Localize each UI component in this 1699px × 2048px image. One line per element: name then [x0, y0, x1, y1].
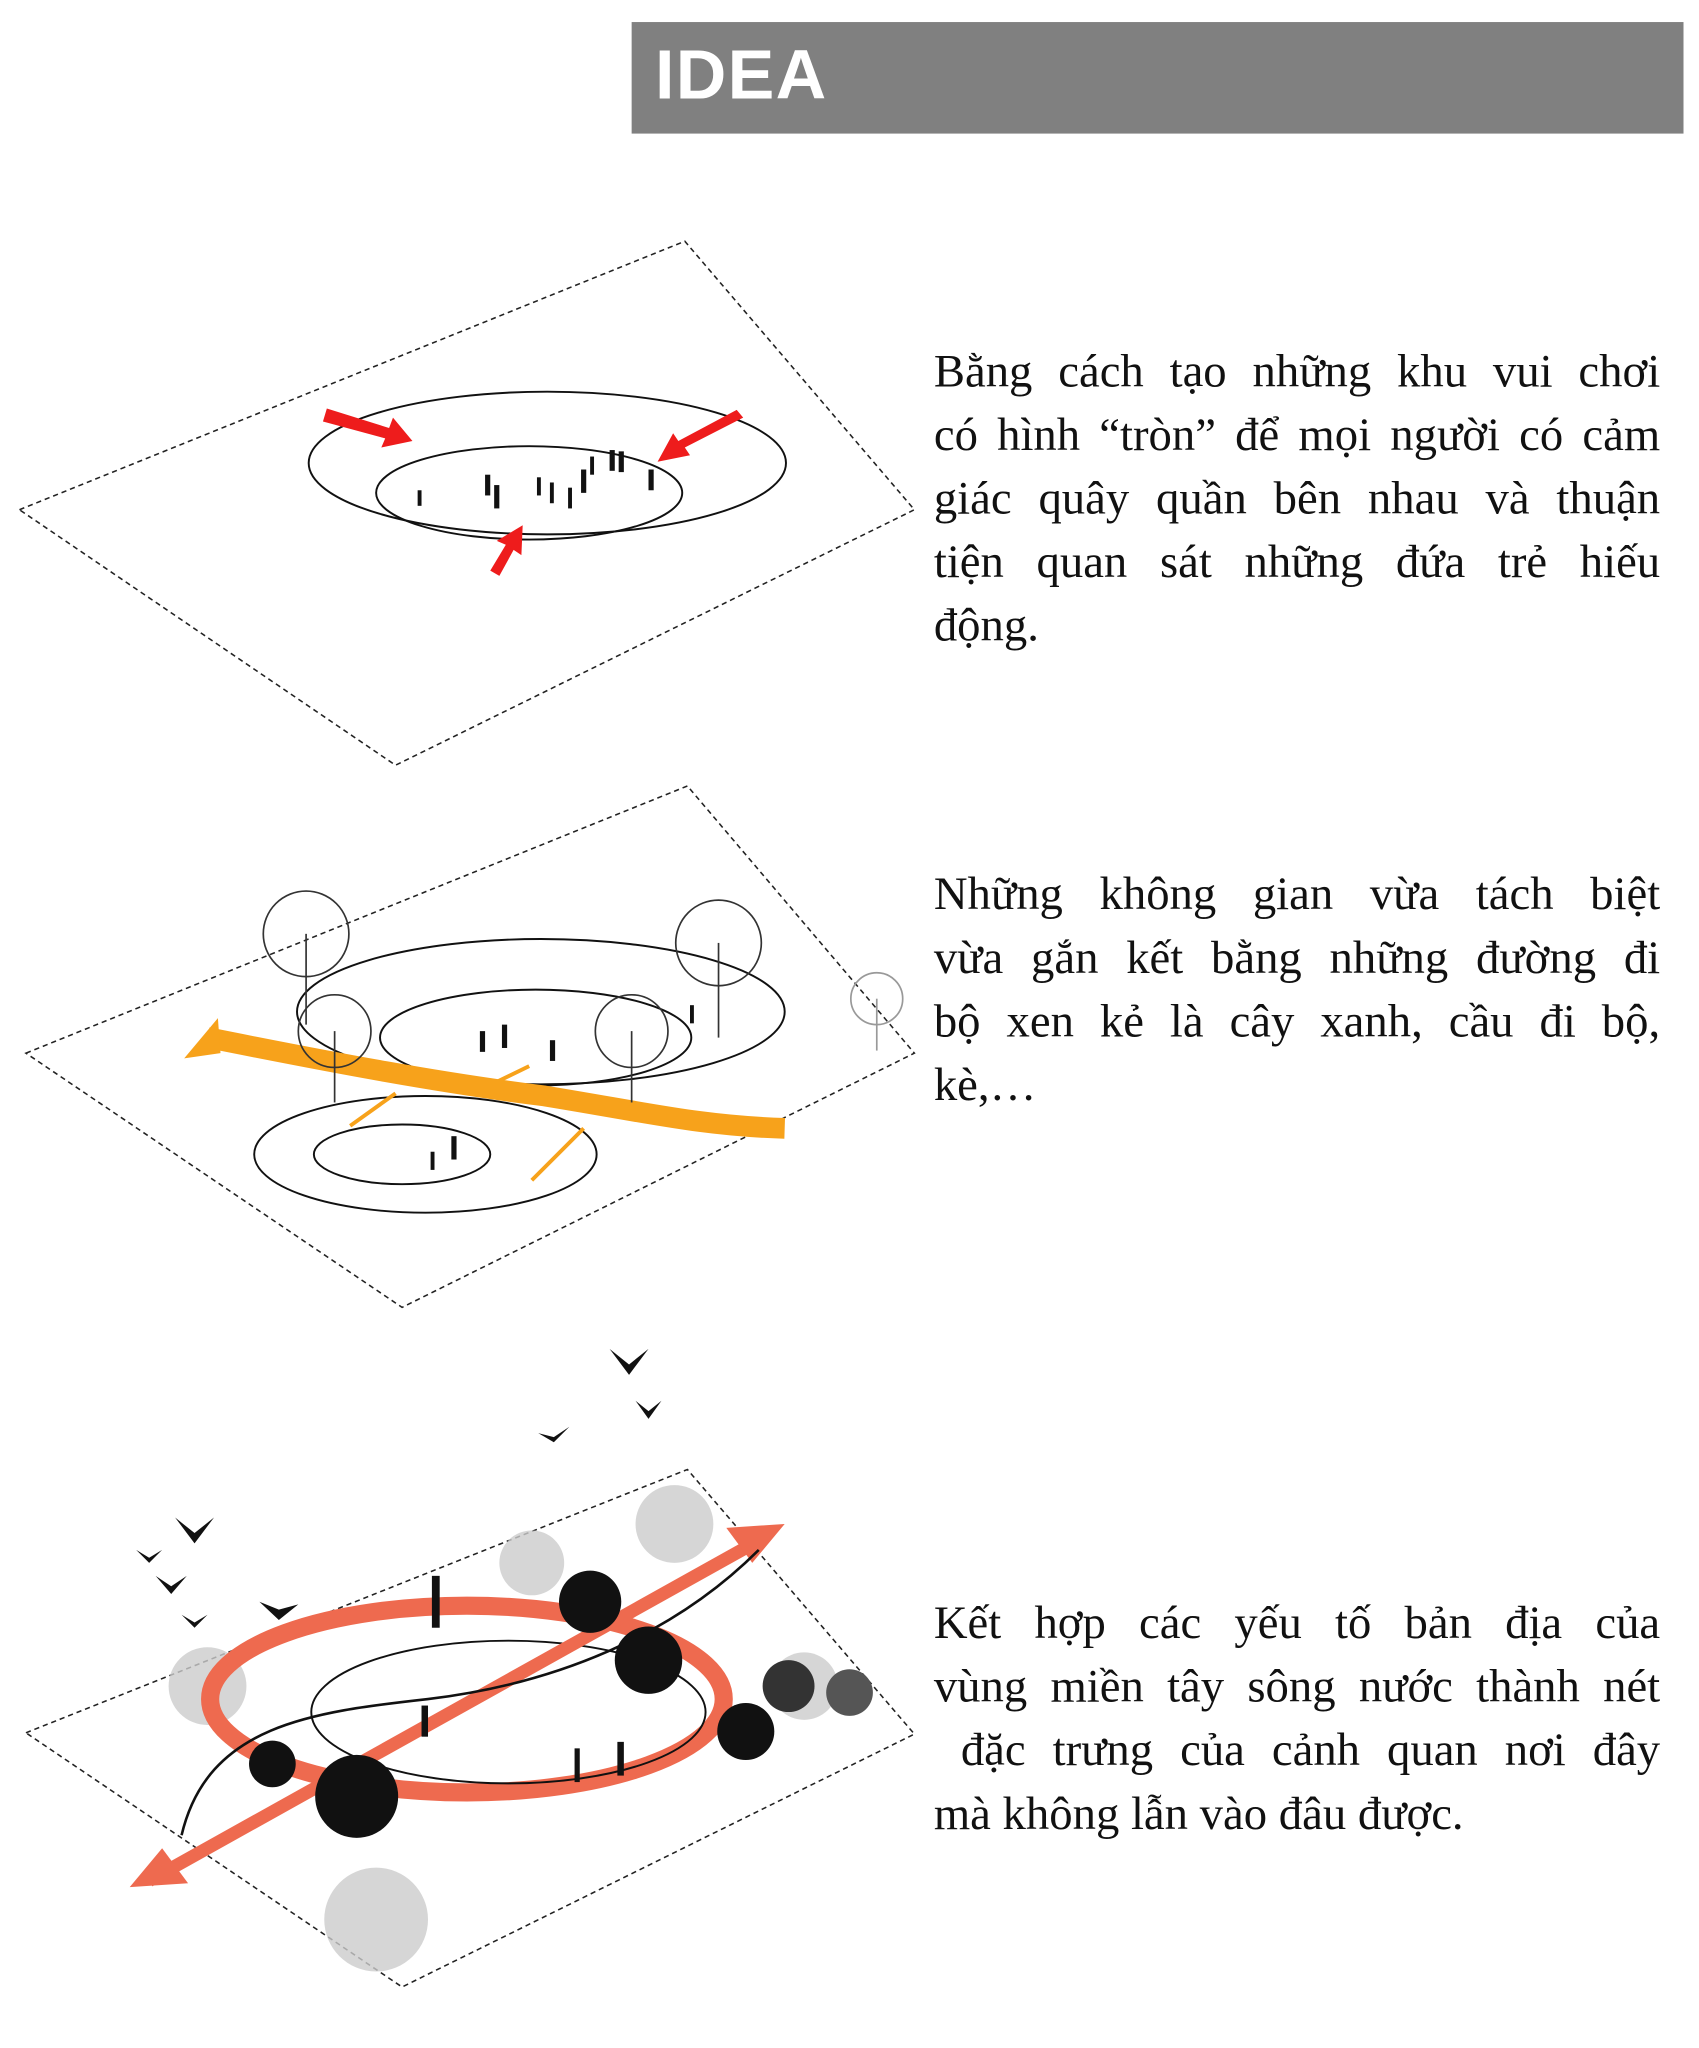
person-icon	[549, 1040, 556, 1061]
lower-inner-ring	[312, 1123, 492, 1186]
person-icon	[431, 1575, 440, 1628]
person-icon	[549, 482, 554, 504]
idea-header-bar: IDEA	[631, 22, 1684, 134]
person-icon	[609, 450, 615, 471]
red-arrows	[322, 408, 744, 576]
tree-icon	[297, 993, 372, 1103]
text-line: vừa gắn kết bằng những đường đi	[933, 931, 1661, 984]
diagram-round-playground	[17, 240, 916, 767]
person-icon	[430, 1151, 435, 1170]
dark-trees	[249, 1570, 873, 1838]
red-arrow-icon	[657, 409, 744, 462]
person-icon	[451, 1136, 457, 1160]
inner-ring	[310, 1639, 707, 1785]
text-line: mà không lẫn vào đâu được.	[933, 1787, 1464, 1840]
birds	[136, 1348, 662, 1628]
text-line: Những không gian vừa tách biệt	[933, 867, 1661, 920]
trees	[262, 890, 904, 1103]
person-icon	[690, 1005, 694, 1024]
ground-plane	[24, 1468, 916, 1988]
person-icon	[479, 1031, 486, 1052]
link-arrow	[530, 1127, 586, 1182]
person-icon	[581, 469, 587, 493]
axis-arrow-line	[145, 1531, 769, 1887]
ground-plane	[24, 785, 916, 1309]
tree-icon	[324, 1867, 429, 1972]
people-silhouettes	[421, 1575, 624, 1783]
walkway-path	[205, 1027, 786, 1139]
lower-outer-ring	[253, 1094, 598, 1214]
red-arrow-icon	[490, 525, 523, 576]
text-line: Bằng cách tạo những khu vui chơi	[933, 345, 1661, 397]
text-line: Kết hợp các yếu tố bản địa của	[933, 1596, 1661, 1649]
tree-icon	[249, 1740, 296, 1788]
idea-text-1: Bằng cách tạo những khu vui chơi có hình…	[934, 340, 1660, 658]
bird-icon	[259, 1601, 299, 1620]
tree-icon	[614, 1626, 683, 1694]
tree-icon	[717, 1702, 775, 1761]
person-icon	[590, 456, 595, 475]
tree-icon	[559, 1570, 622, 1633]
text-line: bộ xen kẻ là cây xanh, cầu đi bộ,	[933, 994, 1661, 1047]
text-line: giác quây quần bên nhau và thuận	[933, 472, 1661, 524]
diagram-local-landscape	[24, 1348, 916, 1988]
inner-play-ring	[375, 445, 684, 541]
tree-icon	[674, 899, 763, 1038]
coral-ring	[201, 1596, 733, 1802]
idea-text-2: Những không gian vừa tách biệt vừa gắn k…	[934, 863, 1660, 1117]
idea-text-3: Kết hợp các yếu tố bản địa của vùng miền…	[934, 1591, 1660, 1845]
upper-outer-ring	[296, 938, 786, 1086]
text-line: có hình “tròn” để mọi người có cảm	[933, 408, 1661, 461]
text-line: vùng miền tây sông nước thành nét	[933, 1660, 1661, 1713]
people-silhouettes	[417, 450, 654, 509]
tree-icon	[594, 993, 669, 1103]
diagram-connected-spaces	[24, 785, 916, 1309]
person-icon	[536, 477, 541, 496]
ground-plane	[17, 240, 916, 767]
people-silhouettes	[430, 1005, 694, 1170]
person-icon	[648, 469, 654, 491]
arrowhead-icon	[726, 1523, 785, 1563]
bird-icon	[175, 1517, 215, 1544]
outer-play-ring	[307, 390, 787, 536]
person-icon	[568, 487, 572, 509]
person-icon	[421, 1705, 429, 1737]
arrowhead-icon	[129, 1848, 189, 1888]
person-icon	[574, 1748, 580, 1783]
tree-icon	[826, 1669, 873, 1716]
bird-icon	[155, 1575, 187, 1595]
person-icon	[494, 485, 500, 509]
red-arrow-icon	[322, 408, 413, 448]
idea-title: IDEA	[654, 36, 828, 115]
tree-icon	[635, 1485, 714, 1563]
bird-icon	[538, 1426, 570, 1443]
text-line: đặc trưng của cảnh quan nơi đây	[933, 1723, 1661, 1776]
walkway-arrowhead-icon	[184, 1018, 221, 1059]
person-icon	[618, 451, 624, 473]
text-line: tiện quan sát những đứa trẻ hiếu	[933, 535, 1661, 588]
tree-icon	[849, 971, 904, 1051]
tree-icon	[315, 1754, 399, 1838]
river-line	[180, 1548, 760, 1836]
bird-icon	[635, 1400, 662, 1419]
tree-icon	[499, 1530, 565, 1596]
link-arrow	[349, 1091, 397, 1128]
person-icon	[417, 490, 422, 506]
bird-icon	[136, 1549, 163, 1563]
text-line: động.	[933, 599, 1039, 652]
person-icon	[617, 1741, 624, 1776]
tree-icon	[262, 890, 350, 1025]
person-icon	[501, 1024, 508, 1048]
bird-icon	[609, 1348, 649, 1375]
tree-icon	[762, 1660, 815, 1713]
text-line: kè,…	[933, 1058, 1037, 1111]
bird-icon	[181, 1614, 208, 1628]
person-icon	[485, 474, 491, 496]
